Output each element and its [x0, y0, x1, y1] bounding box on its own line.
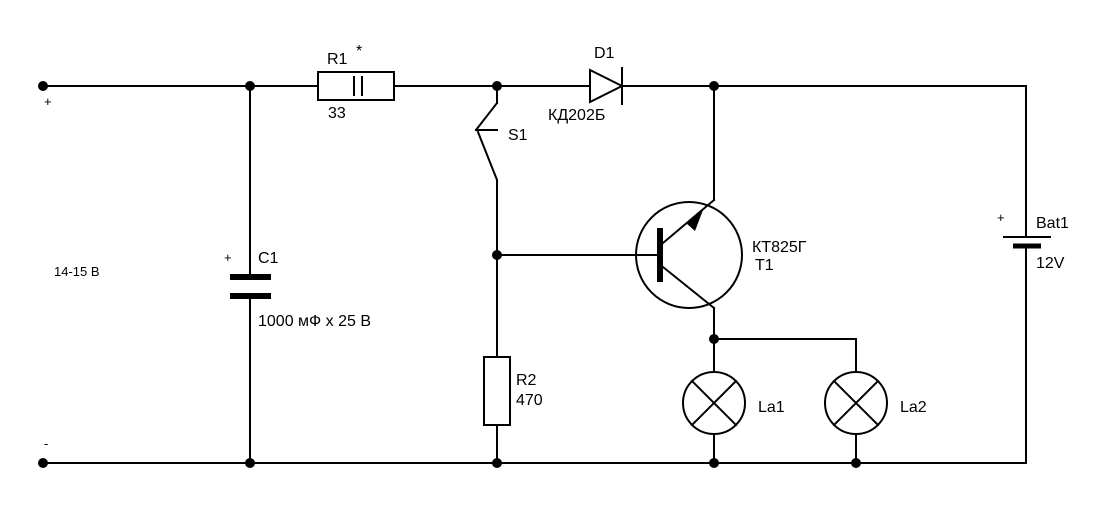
- bat1-plus-label: +: [997, 210, 1005, 225]
- r1-mark-label: *: [356, 43, 362, 60]
- c1-plus-label: +: [224, 250, 232, 265]
- transistor-t1: [635, 198, 743, 310]
- junction: [492, 250, 502, 260]
- la2-ref-label: La2: [900, 399, 927, 416]
- d1-part-label: КД202Б: [548, 107, 605, 124]
- resistor-r1: [317, 71, 395, 101]
- terminal-minus: [38, 458, 48, 468]
- junctions: [38, 81, 861, 468]
- lamp-la1: [682, 371, 746, 435]
- input-plus-label: +: [44, 94, 52, 109]
- input-minus-label: -: [44, 436, 48, 451]
- diode-d1: [589, 67, 625, 105]
- t1-ref-label: T1: [755, 257, 774, 274]
- junction: [245, 458, 255, 468]
- junction: [851, 458, 861, 468]
- lamp-la2: [824, 371, 888, 435]
- junction: [709, 81, 719, 91]
- terminal-plus: [38, 81, 48, 91]
- junction: [709, 334, 719, 344]
- r2-value-label: 470: [516, 392, 543, 409]
- la1-ref-label: La1: [758, 399, 785, 416]
- c1-value-label: 1000 мФ х 25 В: [258, 313, 371, 330]
- junction: [492, 81, 502, 91]
- junction: [245, 81, 255, 91]
- battery-bat1: [1003, 236, 1051, 249]
- d1-ref-label: D1: [594, 45, 615, 62]
- emitter-arrow: [686, 210, 703, 231]
- c1-ref-label: C1: [258, 250, 279, 267]
- t1-part-label: КТ825Г: [752, 239, 807, 256]
- bat1-ref-label: Bat1: [1036, 215, 1069, 232]
- r1-ref-label: R1: [327, 51, 348, 68]
- junction: [709, 458, 719, 468]
- resistor-r2: [483, 356, 511, 426]
- r2-ref-label: R2: [516, 372, 537, 389]
- capacitor-c1: [230, 274, 271, 299]
- switch-s1: [474, 101, 499, 182]
- s1-ref-label: S1: [508, 127, 528, 144]
- wires: [42, 85, 1027, 464]
- junction: [492, 458, 502, 468]
- input-voltage-label: 14-15 В: [54, 264, 100, 279]
- r1-value-label: 33: [328, 105, 346, 122]
- bat1-value-label: 12V: [1036, 255, 1065, 272]
